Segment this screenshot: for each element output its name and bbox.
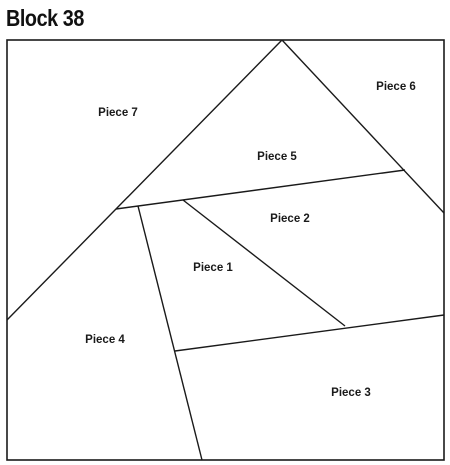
piece-label-2: Piece 2	[270, 213, 310, 225]
seam-3-top	[174, 314, 445, 352]
piece-label-4: Piece 4	[85, 334, 125, 346]
seam-5-bottom	[115, 169, 406, 210]
seam-7-to-peak	[6, 39, 283, 321]
block-outline	[6, 39, 445, 461]
piece-label-7: Piece 7	[98, 107, 138, 119]
piece-label-3: Piece 3	[331, 387, 371, 399]
seam-1-2-divider	[182, 199, 346, 327]
block-title: Block 38	[6, 5, 84, 31]
piece-label-1: Piece 1	[193, 262, 233, 274]
seam-4-right	[137, 205, 203, 461]
piece-label-6: Piece 6	[376, 81, 416, 93]
seam-peak-to-right	[281, 39, 445, 214]
piece-label-5: Piece 5	[257, 151, 297, 163]
